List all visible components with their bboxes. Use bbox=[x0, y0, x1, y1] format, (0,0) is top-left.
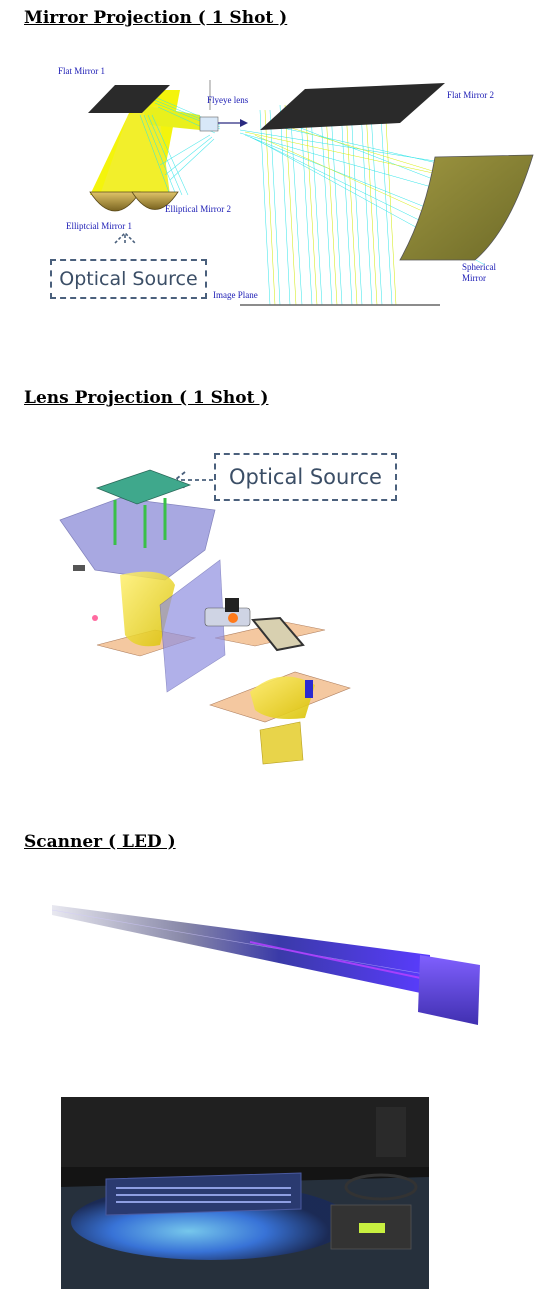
label-image-plane: Image Plane bbox=[213, 290, 258, 300]
flyeye-lens-shape bbox=[199, 80, 248, 132]
lens-barrel bbox=[204, 598, 251, 627]
label-spherical-mirror: Spherical Mirror bbox=[462, 262, 496, 283]
tilted-mirror bbox=[251, 616, 305, 652]
elliptical-mirror-2-shape bbox=[131, 191, 179, 210]
label-flat-mirror-2: Flat Mirror 2 bbox=[447, 90, 494, 100]
lens-projection-title: Lens Projection ( 1 Shot ) bbox=[24, 388, 269, 408]
mirror-projection-title: Mirror Projection ( 1 Shot ) bbox=[24, 8, 288, 28]
led-bar-body bbox=[52, 905, 430, 995]
yellow-ray-bundle bbox=[90, 90, 200, 195]
spherical-mirror-shape bbox=[399, 154, 534, 261]
controller-box bbox=[330, 1204, 412, 1250]
dashed-arrow-up-icon bbox=[114, 231, 136, 244]
cyan-ray-bundle bbox=[139, 94, 221, 196]
scanner-title: Scanner ( LED ) bbox=[24, 832, 176, 852]
elliptical-mirror-1-shape bbox=[89, 191, 141, 212]
uv-scanner-photo bbox=[61, 1097, 429, 1289]
led-bar-endcap bbox=[418, 955, 480, 1025]
uv-emission-line bbox=[249, 941, 431, 981]
optical-source-callout-lens: Optical Source bbox=[214, 453, 397, 501]
mirror-projection-diagram bbox=[88, 80, 534, 306]
uv-led-dots bbox=[116, 1187, 291, 1203]
green-posts bbox=[113, 498, 167, 548]
flat-mirror-1-shape bbox=[88, 85, 170, 113]
purple-housing bbox=[59, 497, 216, 581]
label-flat-mirror-1: Flat Mirror 1 bbox=[58, 66, 105, 76]
label-elliptical-mirror-2: Elliptical Mirror 2 bbox=[165, 204, 231, 214]
lens-projection-diagram bbox=[59, 469, 351, 765]
uv-led-bar-image bbox=[51, 905, 480, 1025]
purple-plate bbox=[159, 559, 226, 693]
projected-ray-fan bbox=[239, 90, 501, 306]
yellow-cone-1 bbox=[120, 571, 175, 647]
flat-mirror-2-shape bbox=[260, 83, 445, 130]
teal-board bbox=[95, 469, 192, 505]
label-flyeye-lens: Flyeye lens bbox=[207, 95, 249, 105]
yellow-cone-2 bbox=[250, 676, 315, 719]
yellow-block bbox=[259, 721, 304, 765]
optical-source-callout-mirror: Optical Source bbox=[50, 259, 207, 299]
label-elliptical-mirror-1: Elliptcial Mirror 1 bbox=[66, 221, 132, 231]
